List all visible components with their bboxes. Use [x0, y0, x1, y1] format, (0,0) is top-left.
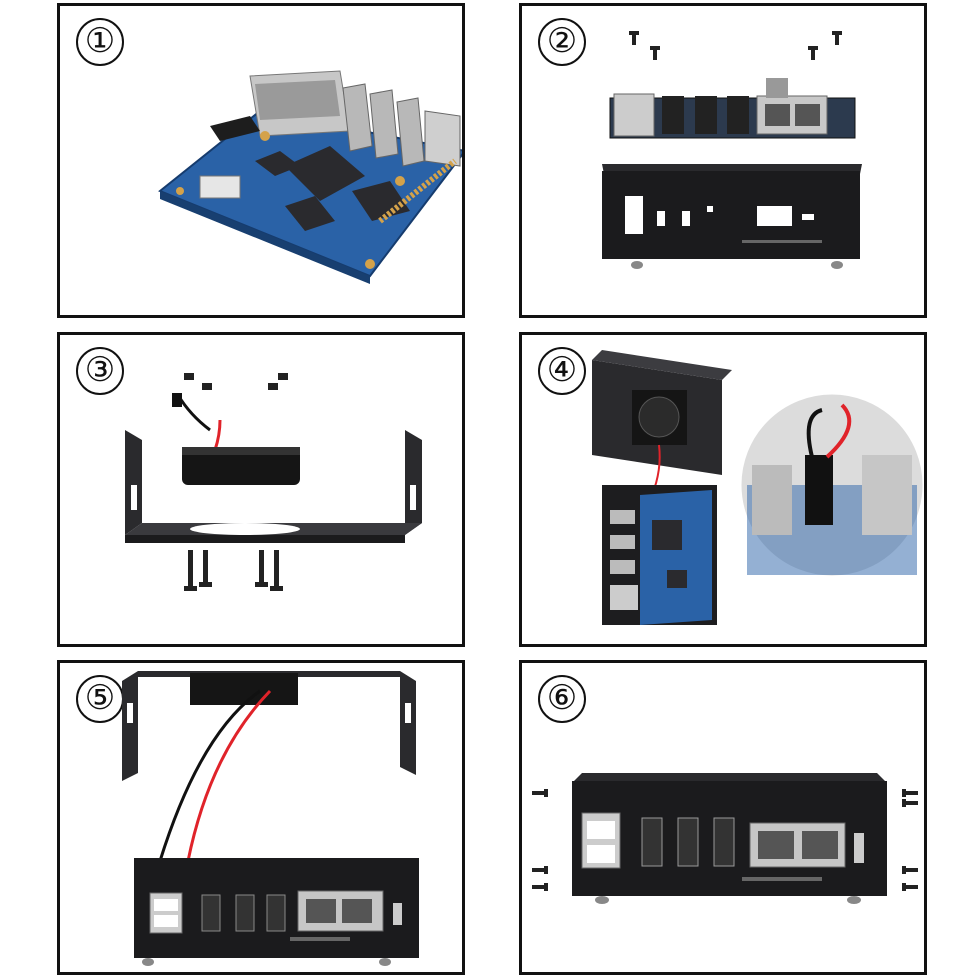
step-number-2: ②	[538, 18, 586, 66]
orange-pi-board-illustration	[158, 70, 462, 284]
step-panel-1: ①	[57, 3, 465, 318]
step-panel-5: ⑤	[57, 660, 465, 975]
fan-connection-illustration	[592, 350, 924, 625]
step-number-3: ③	[76, 347, 124, 395]
step-panel-4: ④	[519, 332, 927, 647]
assembled-case-illustration	[532, 773, 918, 904]
step-number-5: ⑤	[76, 675, 124, 723]
board-above-case-illustration	[602, 31, 862, 269]
step-panel-6: ⑥	[519, 660, 927, 975]
step-number-1: ①	[76, 18, 124, 66]
step-number-6: ⑥	[538, 675, 586, 723]
step-number-4: ④	[538, 347, 586, 395]
step-panel-2: ②	[519, 3, 927, 318]
fan-bracket-illustration	[125, 373, 422, 591]
step-panel-3: ③	[57, 332, 465, 647]
lid-wiring-illustration	[122, 671, 419, 966]
